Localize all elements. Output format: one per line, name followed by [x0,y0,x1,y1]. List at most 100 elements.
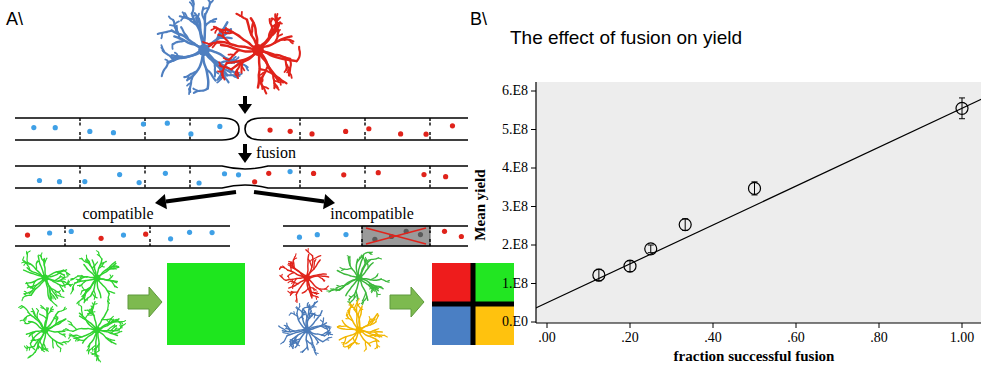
hypha-branch [323,325,330,329]
septum [429,226,430,233]
hypha-branch [307,305,311,311]
septum [64,239,65,246]
nucleus [287,169,292,174]
nucleus [343,232,348,237]
hypha-branch [173,40,185,44]
nucleus [366,126,371,131]
hypha-branch [36,261,37,270]
hypha-branch [338,278,359,290]
nucleus [82,179,87,184]
death-cross [366,228,426,244]
arrow-shaft [254,192,324,202]
hypha-branch [85,296,91,300]
hypha-branch [51,300,57,306]
hypha-branch [194,88,208,93]
hypha-branch [290,341,293,348]
outcome-label: incompatible [330,205,414,223]
hypha-branch [236,14,247,20]
colony-center [42,327,49,334]
nucleus [143,232,148,237]
septum [189,180,190,188]
septum [189,118,190,126]
barrier [432,302,514,307]
nucleus [31,125,36,130]
septum [144,132,145,140]
hypha-branch [325,332,331,336]
hypha-branch [35,330,45,352]
nucleus [343,129,348,134]
hypha-branch [297,47,300,61]
tick-label: .80 [870,330,888,345]
quadrant [432,304,473,345]
hypha-branch [108,294,109,301]
hypha-wall [15,185,468,188]
septum [149,239,150,246]
nucleus [209,230,214,235]
y-tick [531,245,536,246]
septum [364,132,365,140]
hypha-branch [270,19,273,32]
hypha-branch [323,338,329,342]
nucleus [25,233,30,238]
nucleus [87,129,92,134]
nucleus [459,234,464,239]
nucleus [398,131,403,136]
hypha-branch [41,305,47,311]
hypha-branch [192,0,194,14]
nucleus [222,171,227,176]
hypha-branch [275,14,277,27]
y-axis [535,82,536,323]
nucleus [311,171,316,176]
hypha-branch [369,334,378,336]
data-point [645,243,657,255]
hypha-branch [222,63,227,75]
nucleus [47,230,52,235]
hypha-branch [73,329,97,332]
septum [299,166,300,174]
y-tick [531,322,536,323]
tick-label: .20 [621,330,639,345]
nucleus [423,132,428,137]
dead-compartment [362,226,430,246]
hypha-branch [259,81,266,93]
septum [79,132,80,140]
hypha-branch [30,343,34,349]
septum [299,132,300,140]
fungal-colony [279,301,333,355]
hypha-branch [24,315,31,320]
hypha-branch [162,63,168,76]
hypha-branch [97,330,116,344]
x-tick [630,323,631,328]
nucleus [165,121,170,126]
hypha-wall [245,118,468,140]
tick-label: 3.E8 [502,199,528,214]
nucleus [121,232,126,237]
fungal-colony [61,301,126,362]
hypha-branch [358,308,361,316]
hypha-branch [260,69,273,74]
tick-label: .40 [704,330,722,345]
hypha-branch [306,250,313,256]
hypha-branch [72,276,78,280]
error-bar [754,182,755,195]
colony-center [94,327,101,334]
hypha-branch [288,273,295,277]
septum [299,180,300,188]
error-cap [648,252,654,253]
hypha-branch [313,256,321,260]
nucleus [267,127,272,132]
hypha-branch [281,267,288,270]
nucleus [168,236,173,241]
regression-line [536,99,981,309]
hypha-branch [74,330,97,338]
hypha-branch [295,337,297,344]
tick-label: 5.E8 [502,122,528,137]
hypha-branch [370,275,377,279]
block-arrow [128,287,162,317]
chart-title: The effect of fusion on yield [510,28,742,49]
error-bar [962,98,963,119]
septum [364,180,365,188]
tick-label: 4.E8 [502,160,528,175]
tick-label: .60 [787,330,805,345]
